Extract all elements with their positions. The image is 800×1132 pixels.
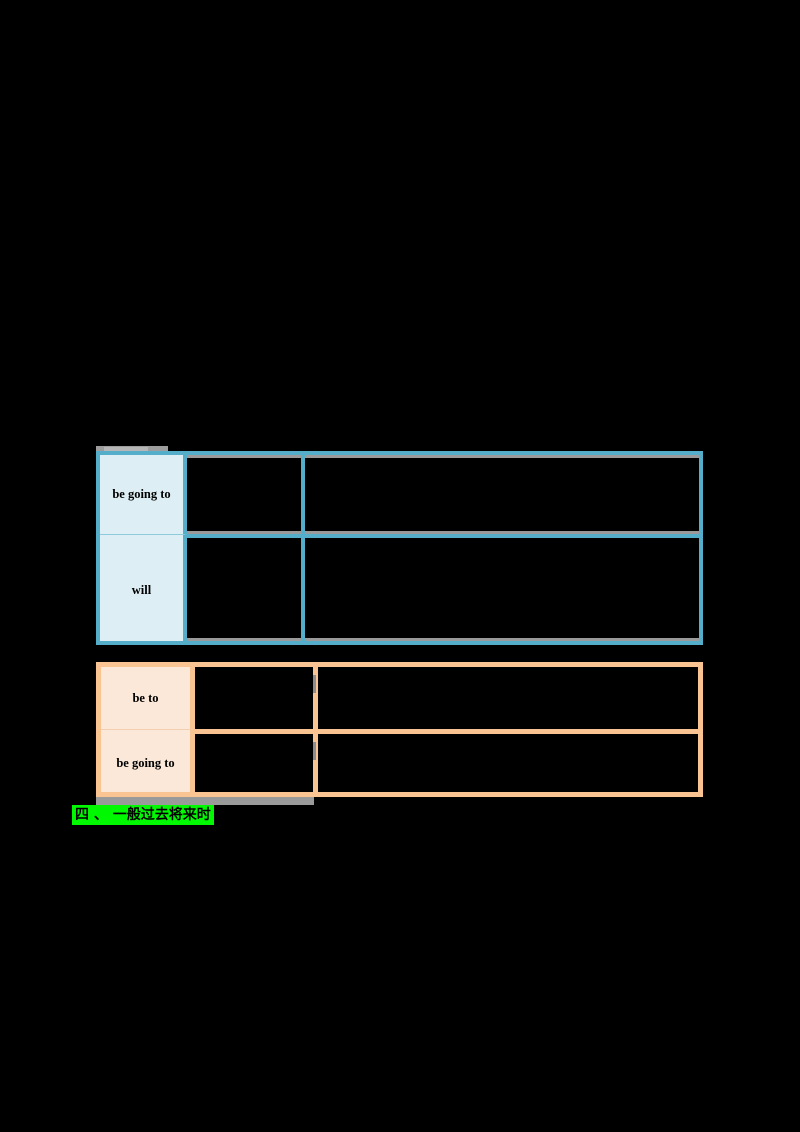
cell-gutter-bottom — [187, 531, 301, 534]
table-cell-label-be-going-to: be going to — [100, 455, 187, 534]
table-cell-example — [318, 734, 698, 792]
table-cell-label-be-to: be to — [101, 667, 195, 729]
table-cell-usage — [187, 538, 305, 641]
cell-gutter-bottom — [305, 638, 699, 641]
cell-gutter-top — [305, 455, 699, 458]
redacted-content — [305, 455, 699, 534]
table-cell-example — [305, 538, 699, 641]
cell-gutter-top — [187, 455, 301, 458]
be-to-table: be to be going to — [96, 662, 703, 797]
table-cell-usage — [187, 455, 305, 534]
section-heading-four: 四 、 一般过去将来时 — [72, 805, 214, 825]
cell-gutter-divider — [313, 742, 316, 760]
redacted-content — [318, 667, 698, 729]
table-row: be going to — [100, 455, 699, 534]
table-cell-usage — [195, 734, 318, 792]
table-cell-label-be-going-to: be going to — [101, 729, 195, 792]
cell-gutter-bottom — [305, 531, 699, 534]
table-cell-usage — [195, 667, 318, 729]
table-shadow-bar — [96, 797, 314, 805]
cell-gutter-bottom — [187, 638, 301, 641]
redacted-content — [195, 667, 313, 729]
redacted-content — [305, 538, 699, 641]
table-row: be going to — [101, 729, 698, 792]
future-tense-table: be going to will — [96, 451, 703, 645]
table-cell-example — [305, 455, 699, 534]
redacted-content — [187, 538, 301, 641]
redacted-content — [195, 734, 313, 792]
redacted-content — [187, 455, 301, 534]
table-cell-example — [318, 667, 698, 729]
table-row: be to — [101, 667, 698, 729]
clipped-text-stub-inner — [104, 447, 148, 452]
table-cell-label-will: will — [100, 534, 187, 641]
table-row: will — [100, 534, 699, 641]
redacted-content — [318, 734, 698, 792]
cell-gutter-divider — [313, 675, 316, 693]
